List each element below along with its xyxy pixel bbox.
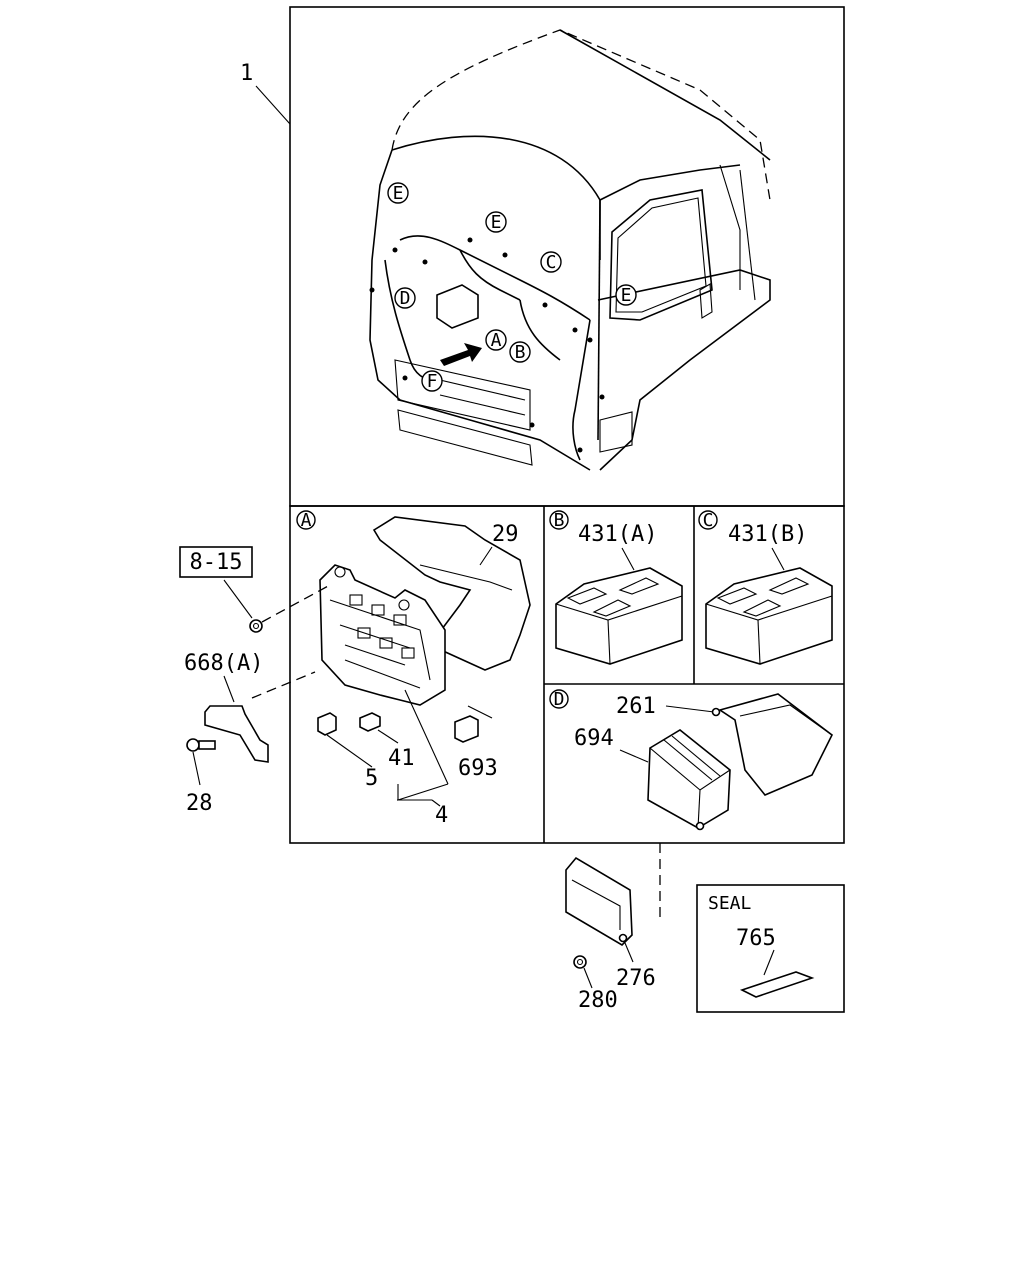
seal-box: SEAL 765	[696, 884, 845, 1013]
svg-text:A: A	[301, 510, 312, 531]
svg-text:E: E	[393, 183, 404, 204]
bracket-668a: 668(A)	[184, 651, 316, 763]
callout-431a: 431(A)	[578, 522, 657, 547]
truck-cab-drawing	[369, 29, 771, 471]
callout-4: 4	[435, 803, 448, 828]
svg-text:29: 29	[492, 522, 519, 547]
svg-text:694: 694	[574, 726, 614, 751]
callout-765: 765	[736, 926, 776, 951]
panel-a-fuse-box	[319, 564, 446, 706]
cab-marker-d: D	[394, 287, 416, 309]
svg-text:28: 28	[186, 791, 213, 816]
frame-lower-panels	[289, 505, 845, 844]
ecu-bracket-276: 276	[565, 843, 661, 991]
svg-text:8-15: 8-15	[190, 550, 243, 575]
bolt-28: 28	[186, 738, 216, 816]
cab-marker-f: F	[421, 370, 443, 392]
callout-693: 693	[458, 756, 498, 781]
svg-text:A: A	[491, 330, 502, 351]
panel-d-marker: D	[549, 689, 569, 710]
relay-431a	[555, 547, 683, 665]
svg-text:E: E	[491, 212, 502, 233]
callout-5: 5	[365, 766, 378, 791]
cab-marker-b: B	[509, 341, 531, 363]
nut-280: 280	[573, 955, 618, 1013]
svg-text:1: 1	[240, 61, 253, 86]
svg-text:D: D	[400, 288, 411, 309]
svg-text:B: B	[554, 510, 565, 531]
cab-marker-e-right: E	[615, 284, 637, 306]
ecu-694: 694	[574, 726, 731, 831]
cab-marker-e-left: E	[387, 182, 409, 204]
svg-text:276: 276	[616, 966, 656, 991]
callout-8-15-box: 8-15	[179, 546, 253, 619]
svg-text:B: B	[515, 342, 526, 363]
callout-41: 41	[388, 746, 415, 771]
svg-text:F: F	[427, 371, 438, 392]
callout-431b: 431(B)	[728, 522, 807, 547]
callout-1: 1	[240, 61, 291, 125]
svg-text:E: E	[621, 285, 632, 306]
panel-c-marker: C	[698, 510, 718, 531]
svg-text:668(A): 668(A)	[184, 651, 263, 676]
cab-marker-e-center: E	[485, 211, 507, 233]
svg-text:280: 280	[578, 988, 618, 1013]
cab-marker-a: A	[485, 329, 507, 351]
panel-a-cover-29: 29	[372, 516, 531, 671]
svg-text:D: D	[554, 689, 565, 710]
seal-title: SEAL	[708, 893, 752, 914]
svg-text:261: 261	[616, 694, 656, 719]
panel-b-marker: B	[549, 510, 569, 531]
relay-431b	[705, 547, 833, 665]
nut-part	[249, 584, 331, 633]
svg-text:C: C	[546, 252, 557, 273]
panel-a-parts	[317, 689, 493, 807]
panel-a-marker: A	[296, 510, 316, 531]
cab-marker-c: C	[540, 251, 562, 273]
svg-text:C: C	[703, 510, 714, 531]
ecu-cover-261: 261	[616, 693, 834, 796]
